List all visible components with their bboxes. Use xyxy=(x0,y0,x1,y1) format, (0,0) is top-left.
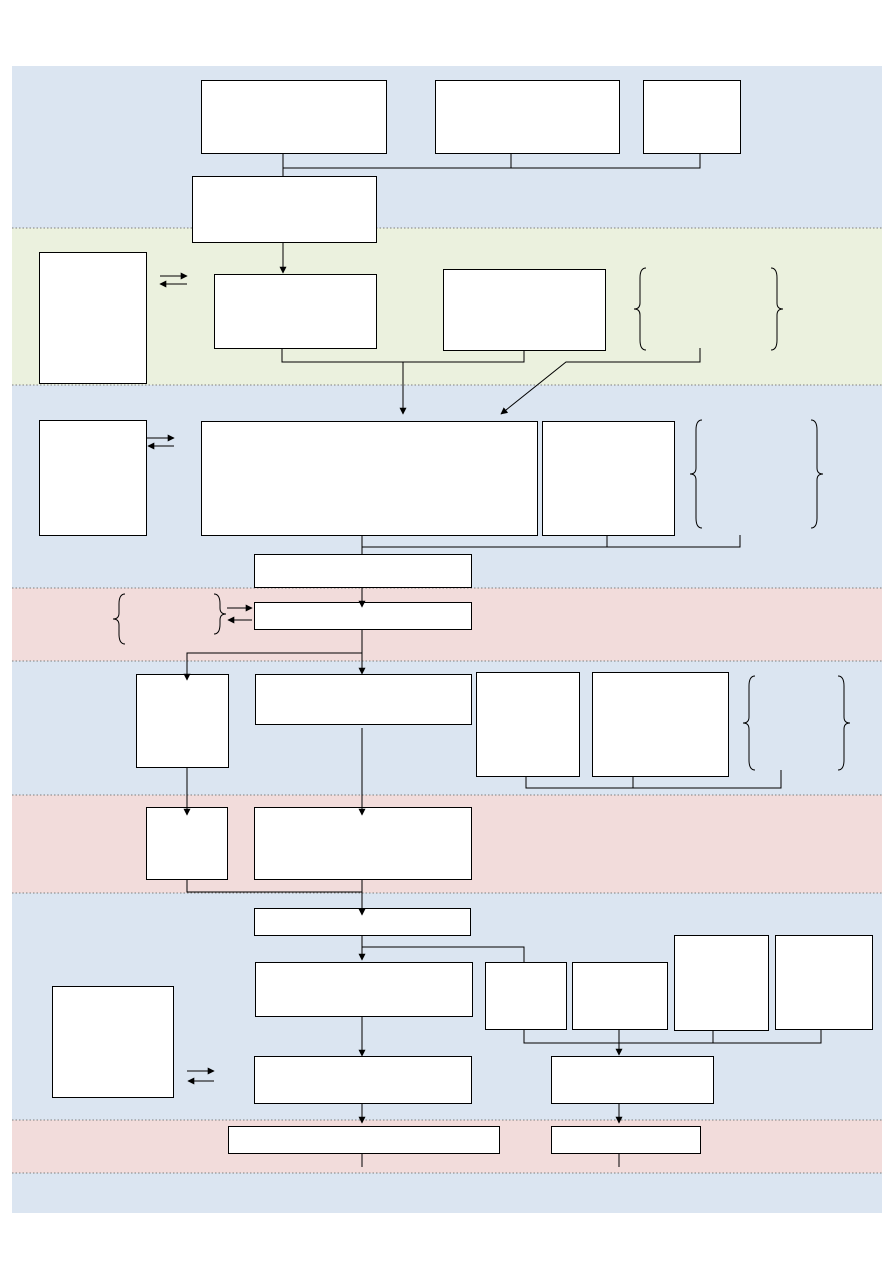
box-side-left-1 xyxy=(39,252,147,384)
box-right-7c xyxy=(674,935,769,1031)
box-left-small-2 xyxy=(146,807,228,880)
box-main-6 xyxy=(254,807,472,880)
box-bottom-right xyxy=(551,1126,701,1154)
boxes-layer xyxy=(39,80,873,1154)
brace-left-5 xyxy=(742,675,756,771)
box-right-5a xyxy=(476,672,580,777)
box-right-5b xyxy=(592,672,729,777)
box-side-left-3 xyxy=(52,986,174,1098)
connector-merge-6 xyxy=(186,879,362,893)
brace-right-3 xyxy=(810,419,824,529)
brace-right-5 xyxy=(837,675,851,771)
box-main-8 xyxy=(254,1056,472,1104)
connector-central xyxy=(361,535,741,548)
brace-right-4 xyxy=(213,593,227,635)
box-right-7a xyxy=(485,962,567,1030)
brace-right-2 xyxy=(770,267,784,351)
box-right-7b xyxy=(572,962,668,1030)
brace-left-4 xyxy=(112,593,126,645)
arrow-diagonal xyxy=(500,348,701,415)
box-top-a xyxy=(201,80,387,154)
braces-layer xyxy=(112,267,851,771)
box-mid-b xyxy=(443,269,606,351)
box-top-b xyxy=(435,80,620,154)
box-right-7d xyxy=(775,935,873,1030)
box-strip-1 xyxy=(254,554,472,588)
connectors-layer xyxy=(146,153,822,1167)
brace-left-2 xyxy=(633,267,647,351)
connector-right-7 xyxy=(523,1029,822,1044)
box-side-left-2 xyxy=(39,420,147,536)
box-mid-a xyxy=(214,274,377,349)
connector-right-5 xyxy=(525,770,782,789)
box-strip-2 xyxy=(254,602,472,630)
box-merge-1 xyxy=(192,176,377,243)
connector-top xyxy=(282,153,701,169)
box-central-large xyxy=(201,421,538,536)
box-bottom-wide xyxy=(228,1126,500,1154)
box-main-7 xyxy=(255,962,473,1017)
arrow-to-left-small-1 xyxy=(183,652,362,681)
box-central-right xyxy=(542,421,675,536)
box-main-5 xyxy=(255,674,472,725)
band-9 xyxy=(12,1173,882,1213)
brace-left-3 xyxy=(689,419,703,529)
box-right-8 xyxy=(551,1056,714,1104)
box-left-small-1 xyxy=(136,674,229,768)
box-top-c xyxy=(643,80,741,154)
connector-to-right-7a xyxy=(362,946,525,962)
